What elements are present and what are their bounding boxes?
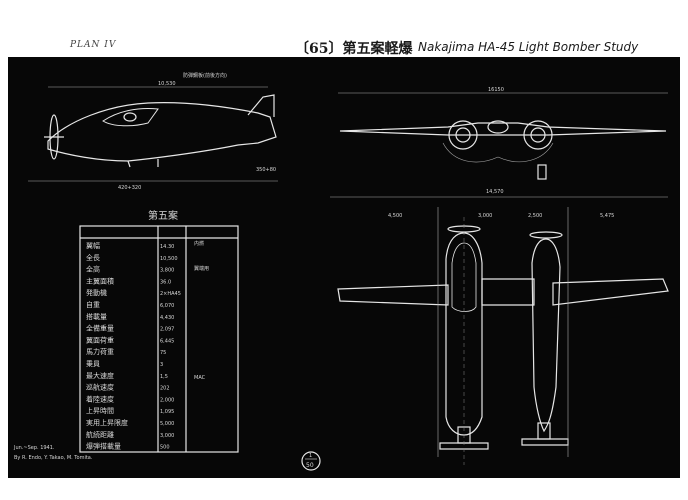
table-row-label: 翼幅 (86, 241, 100, 250)
table-row-value: 202 (160, 386, 170, 392)
table-row-value: 2,097 (160, 327, 174, 333)
side-view-note: 防弾鋼板(前後方向) (183, 72, 227, 79)
table-row-value: 2×HA45 (160, 291, 181, 297)
blueprint-sheet: 10,530 350+80 420+320 防弾鋼板(前後方向) 16150 1… (8, 57, 680, 478)
table-row-label: 全長 (86, 253, 100, 262)
scale-numerator: 1 (309, 453, 312, 459)
table-row-value: 4,430 (160, 315, 174, 321)
table-row-label: 全備重量 (86, 324, 114, 333)
table-row-label: 巡航速度 (86, 383, 114, 392)
scale-circle (301, 451, 321, 471)
side-view (28, 86, 278, 182)
table-row-value: 2,000 (160, 397, 174, 403)
table-row-value: 3,800 (160, 268, 174, 274)
spec-table-rows: 翼幅 14.30 全長 10,500 全高 3,800 主翼面積 36.0 発動機 2×HA45 自… (86, 241, 181, 451)
table-row-label: 上昇時間 (86, 406, 114, 415)
table-title: 第五案 (148, 209, 178, 222)
dim-top-d2: 5,475 (600, 213, 614, 219)
table-row-value: 36.0 (160, 279, 171, 285)
table-row-label: 爆弾搭載量 (86, 442, 121, 451)
credit-line-1: Jun.~Sep. 1941. (13, 445, 55, 451)
dim-side-height: 350+80 (256, 167, 276, 173)
table-row-label: 馬力荷重 (86, 347, 114, 356)
table-row-value: 5,000 (160, 421, 174, 427)
top-view (330, 196, 669, 465)
table-note-1: 内燃 (194, 240, 204, 247)
table-note-3: MAC (194, 375, 206, 381)
dim-top-span: 14,570 (486, 189, 504, 195)
table-row-label: 実用上昇限度 (86, 418, 128, 427)
table-row-label: 主翼面積 (86, 276, 114, 285)
dim-top-d3: 4,500 (388, 213, 402, 219)
blueprint-drawing: 10,530 350+80 420+320 防弾鋼板(前後方向) 16150 1… (13, 72, 669, 471)
table-row-label: 搭載量 (86, 312, 107, 321)
dim-side-base: 420+320 (118, 185, 141, 191)
table-row-label: 乗員 (86, 359, 100, 368)
table-row-value: 1,095 (160, 409, 174, 415)
table-row-value: 14.30 (160, 244, 174, 250)
table-note-2: 翼端用 (194, 265, 209, 272)
table-row-label: 自重 (86, 300, 100, 309)
title-english: Nakajima HA-45 Light Bomber Study (418, 40, 639, 54)
table-row-value: 500 (160, 445, 170, 451)
table-row-label: 全高 (86, 265, 100, 274)
dim-side-length: 10,530 (158, 81, 176, 87)
table-row-value: 6,445 (160, 338, 174, 344)
dim-top-d4: 2,500 (528, 213, 542, 219)
table-row-label: 着陸速度 (86, 394, 114, 403)
table-row-value: 75 (160, 350, 166, 356)
table-row-value: 3,000 (160, 433, 174, 439)
dim-span: 16150 (488, 87, 504, 93)
title-japanese: 〔65〕第五案軽爆 (295, 41, 413, 57)
table-row-value: 1,5 (160, 374, 168, 380)
table-row-label: 発動機 (86, 288, 107, 297)
spec-table-frame (79, 225, 239, 453)
credit-line-2: By R. Endo, Y. Takao, M. Tomita. (14, 455, 93, 461)
table-row-label: 最大速度 (86, 371, 114, 380)
table-row-value: 6,070 (160, 303, 174, 309)
scale-denominator: 50 (306, 462, 314, 469)
table-row-label: 航続距離 (86, 430, 114, 439)
table-row-value: 10,500 (160, 256, 178, 262)
table-row-label: 翼面荷重 (86, 335, 114, 344)
table-row-value: 3 (160, 362, 163, 368)
front-view (338, 92, 668, 180)
dim-top-d1: 3,000 (478, 213, 492, 219)
plan-label: PLAN IV (70, 40, 117, 50)
